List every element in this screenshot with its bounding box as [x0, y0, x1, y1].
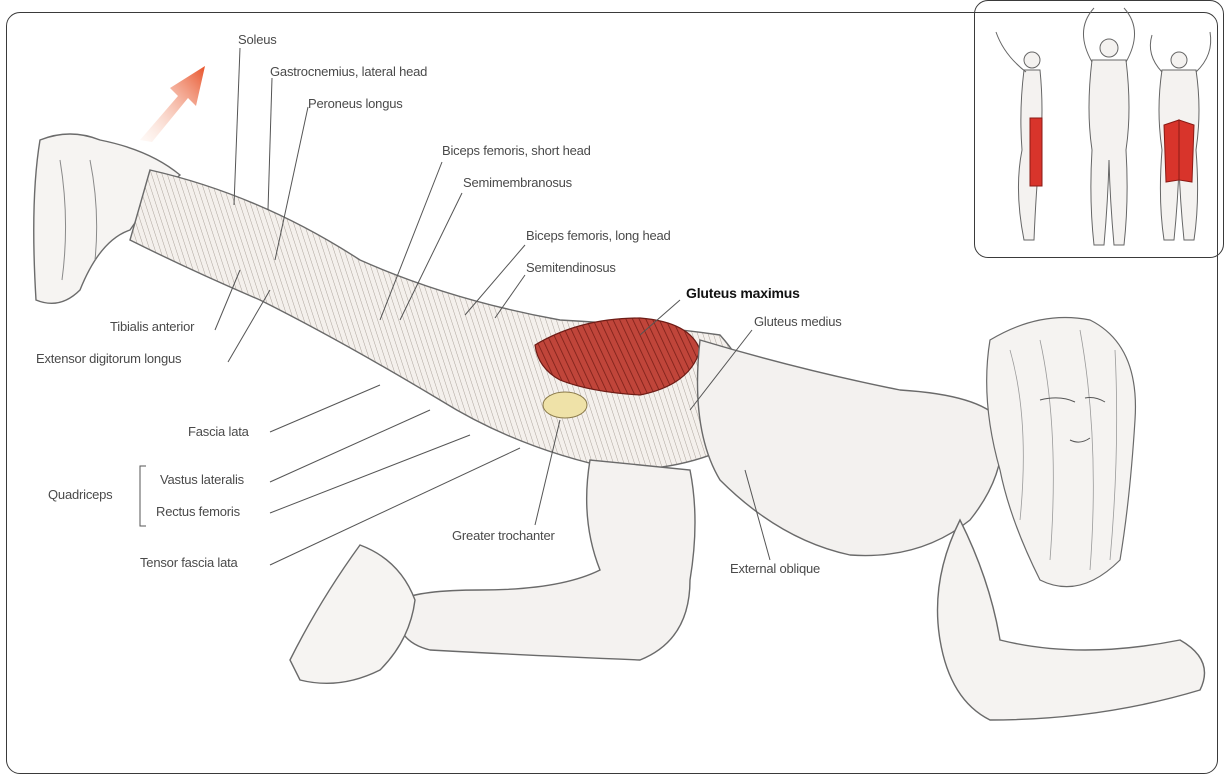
- label-rectus-femoris: Rectus femoris: [156, 504, 240, 519]
- label-external-oblique: External oblique: [730, 561, 820, 576]
- greater-trochanter-marker: [543, 392, 587, 418]
- label-semitendinosus: Semitendinosus: [526, 260, 616, 275]
- label-tensor-fascia-lata: Tensor fascia lata: [140, 555, 238, 570]
- torso: [698, 340, 1003, 556]
- label-gluteus-maximus: Gluteus maximus: [686, 285, 800, 301]
- label-extensor-digitorum: Extensor digitorum longus: [36, 351, 181, 366]
- label-quadriceps: Quadriceps: [48, 487, 112, 502]
- label-peroneus-longus: Peroneus longus: [308, 96, 403, 111]
- head-hair: [987, 318, 1136, 587]
- label-biceps-femoris-short: Biceps femoris, short head: [442, 143, 591, 158]
- label-tibialis-anterior: Tibialis anterior: [110, 319, 194, 334]
- label-gastrocnemius: Gastrocnemius, lateral head: [270, 64, 427, 79]
- inset-panel: [974, 0, 1224, 258]
- label-semimembranosus: Semimembranosus: [463, 175, 572, 190]
- lower-foot: [290, 545, 415, 683]
- label-gluteus-medius: Gluteus medius: [754, 314, 842, 329]
- label-biceps-femoris-long: Biceps femoris, long head: [526, 228, 671, 243]
- label-greater-trochanter: Greater trochanter: [452, 528, 555, 543]
- movement-arrow-icon: [140, 66, 205, 142]
- label-soleus: Soleus: [238, 32, 277, 47]
- label-fascia-lata: Fascia lata: [188, 424, 249, 439]
- kneeling-leg: [398, 460, 695, 660]
- label-vastus-lateralis: Vastus lateralis: [160, 472, 244, 487]
